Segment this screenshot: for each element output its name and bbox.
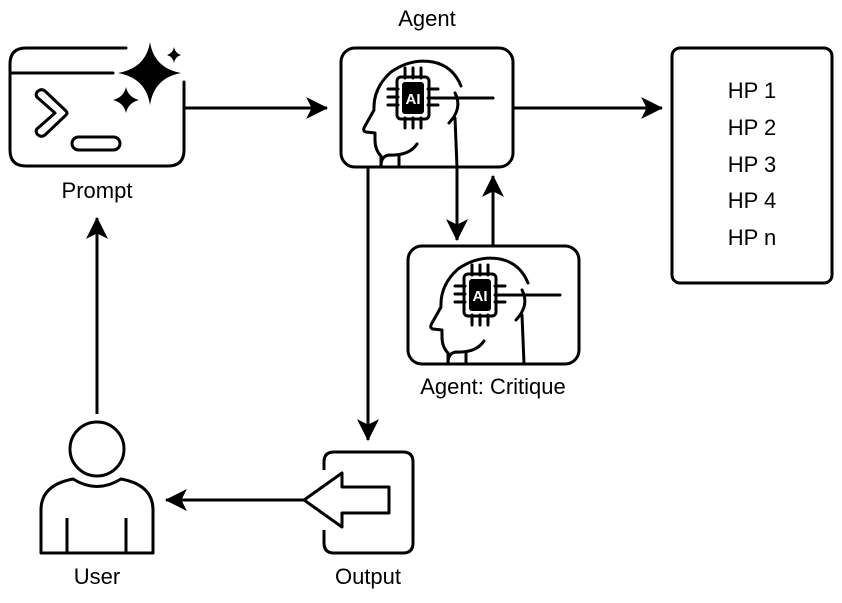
- output-node: Output: [302, 450, 415, 589]
- hp-item: HP 2: [728, 115, 777, 140]
- sparkle-large-icon: [118, 42, 181, 105]
- critique-chip-text: AI: [473, 288, 488, 305]
- agent-label: Agent: [398, 6, 456, 31]
- hp-item: HP 1: [728, 78, 777, 103]
- output-label: Output: [335, 564, 401, 589]
- sparkle-small-icon: [113, 87, 139, 113]
- user-label: User: [74, 564, 120, 589]
- hp-item: HP 3: [728, 152, 777, 177]
- user-node: User: [39, 420, 155, 589]
- output-arrow-icon: [302, 450, 415, 555]
- agent-chip-text: AI: [406, 91, 421, 108]
- user-icon: [39, 420, 155, 555]
- hp-item: HP n: [728, 225, 777, 250]
- ai-head-icon: AI: [429, 256, 562, 366]
- hp-list-box: [670, 46, 834, 285]
- critique-box: [406, 244, 581, 366]
- hp-list-node: HP 1 HP 2 HP 3 HP 4 HP n: [670, 46, 834, 285]
- agent-box: [339, 46, 515, 169]
- agent-node: Agent AI: [339, 6, 515, 169]
- critique-label: Agent: Critique: [420, 374, 566, 399]
- prompt-label: Prompt: [62, 178, 133, 203]
- ai-head-icon: AI: [362, 59, 495, 169]
- hp-item: HP 4: [728, 188, 777, 213]
- critique-node: AI Agent: Critique: [406, 244, 581, 399]
- terminal-sparkle-icon: [8, 46, 186, 168]
- sparkle-tiny-icon: [167, 47, 181, 63]
- prompt-node: Prompt: [8, 42, 186, 203]
